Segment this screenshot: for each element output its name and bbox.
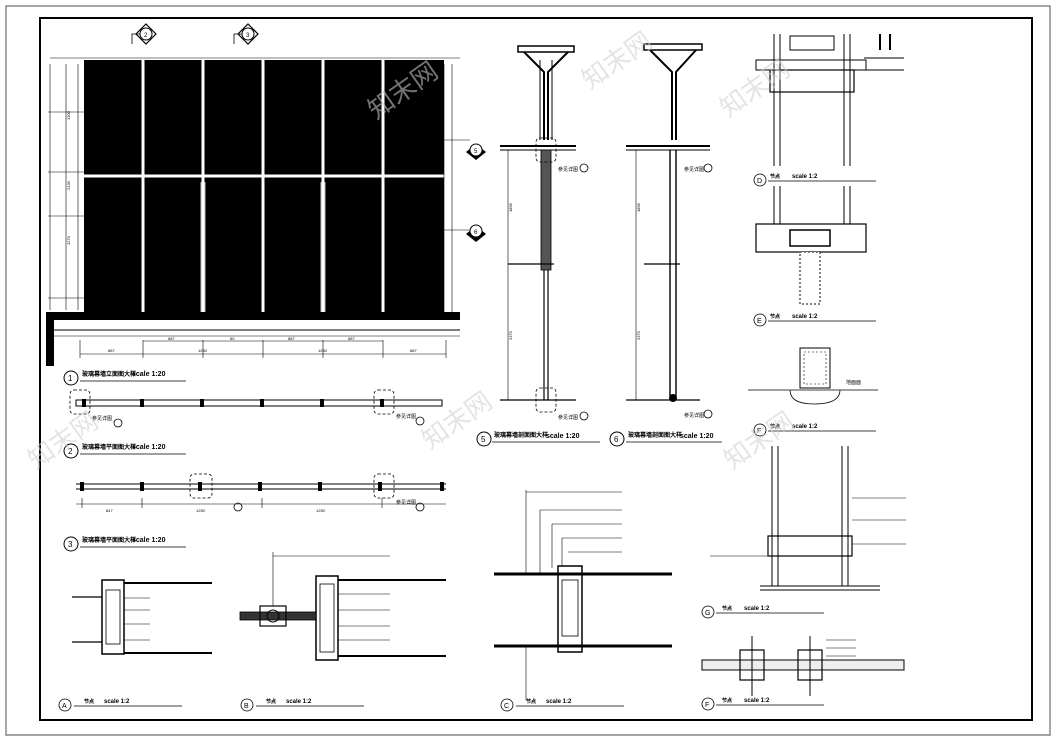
- elevation-view-1: 887 687 1250 60 887 1250 687 887 1300 21…: [46, 23, 486, 366]
- detail-G: G 节点 scale 1:2: [701, 446, 906, 619]
- plan-view-2: 参见详图 参见详图: [69, 389, 443, 428]
- callout-note-2b: 参见详图: [396, 413, 416, 420]
- elev-dim-2: 687: [168, 336, 175, 341]
- svg-text:scale 1:2: scale 1:2: [744, 606, 770, 612]
- plan-view-3: 847 1250 1250 参见详图: [76, 473, 446, 513]
- svg-text:节点: 节点: [770, 423, 780, 430]
- svg-text:scale 1:20: scale 1:20: [680, 433, 714, 440]
- detail-D: D 节点 scale 1:2: [753, 34, 904, 187]
- detail-B: B 节点 scale 1:2: [239, 552, 446, 712]
- svg-text:scale 1:20: scale 1:20: [132, 444, 166, 451]
- section-marker-top-2: 2: [131, 23, 157, 45]
- detail-F: 地面面 F 节点 scale 1:2: [748, 347, 878, 437]
- svg-text:参见详图: 参见详图: [684, 412, 704, 419]
- outer-frame: [5, 5, 1051, 736]
- section-marker-right-6: 6: [466, 224, 486, 242]
- view-title-6: 6 玻璃幕墙剖面图大样 scale 1:20: [609, 431, 722, 447]
- svg-text:节点: 节点: [770, 313, 780, 320]
- svg-text:6: 6: [614, 435, 619, 444]
- detail-F2: F 节点 scale 1:2: [701, 636, 905, 711]
- elev-left-dim-1: 1300: [66, 110, 71, 120]
- svg-text:知末网: 知末网: [577, 26, 658, 95]
- svg-text:节点: 节点: [266, 698, 276, 705]
- svg-text:玻璃幕墙平面图大样: 玻璃幕墙平面图大样: [82, 536, 136, 544]
- svg-text:知末网: 知末网: [719, 406, 800, 475]
- svg-text:玻璃幕墙平面图大样: 玻璃幕墙平面图大样: [82, 443, 136, 451]
- section-marker-top-3: 3: [233, 23, 259, 45]
- svg-text:6: 6: [474, 230, 478, 236]
- svg-text:5: 5: [474, 149, 478, 155]
- svg-text:scale 1:2: scale 1:2: [744, 698, 770, 704]
- svg-text:2: 2: [68, 447, 73, 456]
- detail-E: E 节点 scale 1:2: [753, 186, 876, 327]
- svg-text:scale 1:2: scale 1:2: [792, 424, 818, 430]
- section5-dim-2: 2375: [508, 330, 513, 340]
- svg-text:节点: 节点: [526, 698, 536, 705]
- elev-dim-8: 887: [410, 348, 417, 353]
- svg-text:节点: 节点: [722, 605, 732, 612]
- svg-text:节点: 节点: [722, 697, 732, 704]
- plan-dim-1: 847: [106, 508, 113, 513]
- drawing-border: [39, 17, 1033, 721]
- svg-text:scale 1:20: scale 1:20: [132, 537, 166, 544]
- elev-left-dim-3: 1270: [66, 235, 71, 245]
- elev-dim-7: 687: [348, 336, 355, 341]
- detail-F-note: 地面面: [846, 379, 861, 386]
- svg-text:scale 1:2: scale 1:2: [792, 314, 818, 320]
- view-title-3: 3 玻璃幕墙平面图大样 scale 1:20: [63, 536, 186, 552]
- elev-dim-6: 1250: [318, 348, 328, 353]
- section-view-6: 1895 2375 参见详图 参见详图: [626, 43, 713, 419]
- svg-text:知末网: 知末网: [23, 406, 104, 475]
- section6-dim-2: 2375: [636, 330, 641, 340]
- svg-text:scale 1:20: scale 1:20: [546, 433, 580, 440]
- elev-dim-5: 887: [288, 336, 295, 341]
- section-view-5: 1895 2375 参见详图 参见详图: [500, 45, 589, 421]
- svg-text:E: E: [757, 318, 762, 325]
- svg-text:节点: 节点: [84, 698, 94, 705]
- svg-text:参见详图: 参见详图: [558, 414, 578, 421]
- svg-text:5: 5: [481, 435, 486, 444]
- svg-text:F: F: [757, 428, 761, 435]
- plan-dim-3: 1250: [316, 508, 326, 513]
- svg-text:玻璃幕墙剖面图大样: 玻璃幕墙剖面图大样: [494, 431, 548, 439]
- view-1-title: 玻璃幕墙立面图大样: [82, 370, 136, 378]
- section-marker-right-5: 5: [466, 143, 486, 160]
- view-1-scale: scale 1:20: [132, 371, 166, 378]
- svg-text:2: 2: [144, 33, 148, 39]
- svg-text:C: C: [504, 703, 509, 710]
- view-title-1: 1 玻璃幕墙立面图大样 scale 1:20: [63, 370, 186, 386]
- svg-text:3: 3: [68, 540, 73, 549]
- svg-text:参见详图: 参见详图: [684, 166, 704, 173]
- svg-text:D: D: [757, 178, 762, 185]
- svg-text:B: B: [244, 703, 249, 710]
- svg-text:3: 3: [246, 33, 250, 39]
- plan-dim-2: 1250: [196, 508, 206, 513]
- elev-left-dim-2: 2130: [66, 180, 71, 190]
- view-title-2: 2 玻璃幕墙平面图大样 scale 1:20: [63, 443, 186, 459]
- svg-text:参见详图: 参见详图: [558, 166, 578, 173]
- svg-text:scale 1:2: scale 1:2: [792, 174, 818, 180]
- elev-dim-3: 1250: [198, 348, 208, 353]
- svg-text:节点: 节点: [770, 173, 780, 180]
- callout-note-2a: 参见详图: [92, 415, 112, 422]
- svg-text:scale 1:2: scale 1:2: [104, 699, 130, 705]
- svg-text:参见详图: 参见详图: [396, 499, 416, 506]
- svg-text:玻璃幕墙剖面图大样: 玻璃幕墙剖面图大样: [628, 431, 682, 439]
- detail-A: A 节点 scale 1:2: [58, 579, 212, 712]
- svg-text:scale 1:2: scale 1:2: [546, 699, 572, 705]
- svg-text:G: G: [705, 610, 710, 617]
- detail-C: C 节点 scale 1:2: [494, 490, 672, 712]
- svg-text:A: A: [62, 703, 67, 710]
- view-title-5: 5 玻璃幕墙剖面图大样 scale 1:20: [476, 431, 600, 447]
- section5-dim-1: 1895: [508, 202, 513, 212]
- svg-text:1: 1: [68, 374, 73, 383]
- section6-dim-1: 1895: [636, 202, 641, 212]
- svg-text:知末网: 知末网: [715, 54, 796, 123]
- elev-dim-1: 887: [108, 348, 115, 353]
- svg-text:F: F: [705, 702, 709, 709]
- svg-text:scale 1:2: scale 1:2: [286, 699, 312, 705]
- elev-dim-4: 60: [230, 336, 235, 341]
